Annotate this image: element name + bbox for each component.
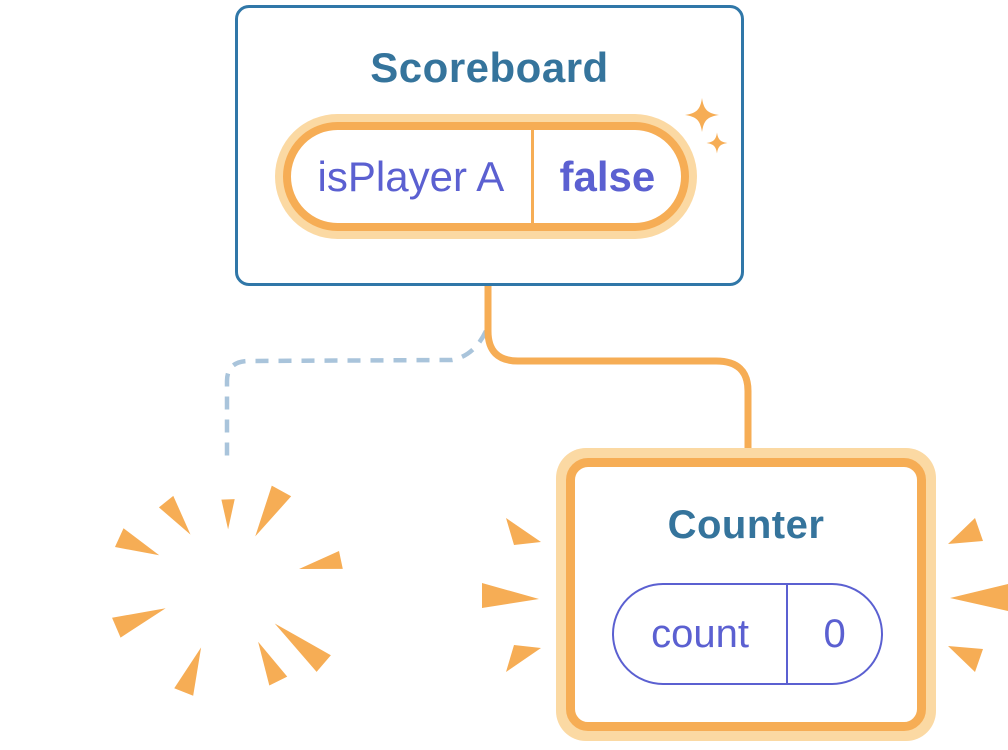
counter-state-pill: count 0 xyxy=(612,583,883,685)
dashed-connector-removed-branch xyxy=(224,330,489,459)
emphasis-burst-left-icon xyxy=(482,518,541,672)
scoreboard-state-value: false xyxy=(559,152,656,200)
counter-state-label: count xyxy=(651,611,750,656)
counter-component-card: Counter count 0 xyxy=(556,448,936,741)
emphasis-burst-right-icon xyxy=(948,518,1008,672)
scoreboard-state-label: isPlayer A xyxy=(317,152,505,200)
solid-connector-kept-branch xyxy=(484,284,752,453)
scoreboard-state-pill: isPlayer A false xyxy=(275,114,697,239)
scoreboard-title: Scoreboard xyxy=(370,44,609,91)
poof-burst-icon xyxy=(112,485,343,696)
sparkles-icon xyxy=(685,98,728,154)
scoreboard-component-card: Scoreboard isPlayer A false xyxy=(235,5,744,286)
counter-state-value: 0 xyxy=(823,611,846,656)
pill-divider xyxy=(786,585,789,683)
counter-title: Counter xyxy=(667,503,825,547)
pill-divider xyxy=(530,130,534,223)
destroyed-component-card xyxy=(90,459,362,721)
